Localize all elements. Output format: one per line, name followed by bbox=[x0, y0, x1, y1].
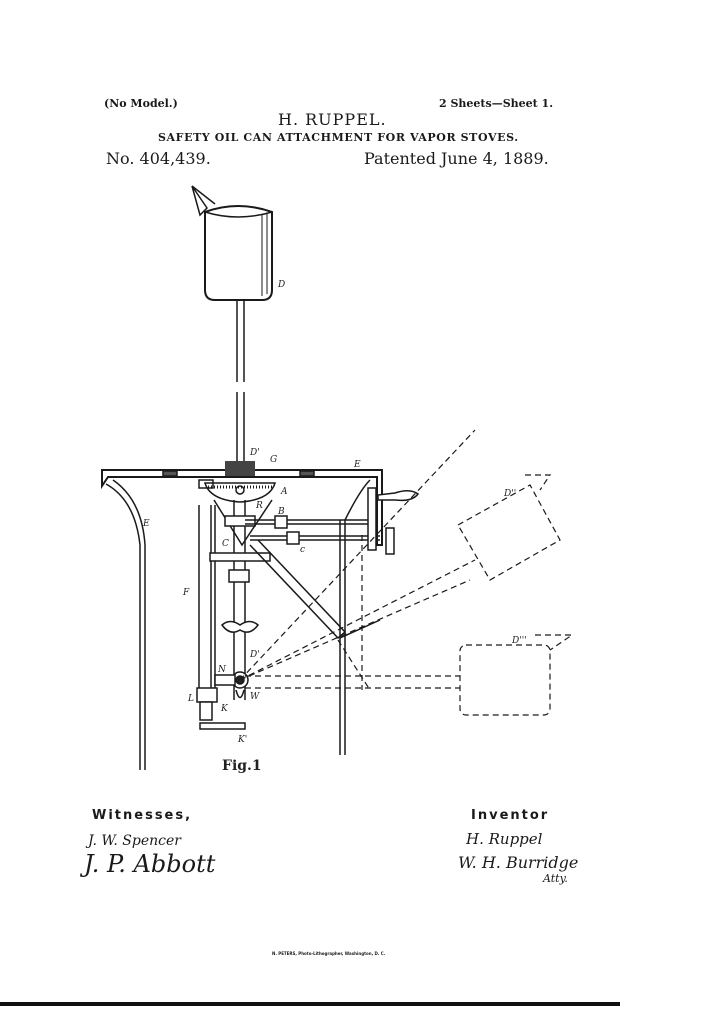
label-b: B bbox=[277, 507, 285, 517]
label-a: A bbox=[280, 487, 288, 497]
sheet-number: 2 Sheets—Sheet 1. bbox=[439, 97, 554, 110]
label-c-lower: c bbox=[300, 545, 305, 555]
label-d-double-prime: D'' bbox=[503, 489, 516, 499]
label-k-prime: K' bbox=[237, 735, 247, 745]
inventor-signature: H. Ruppel bbox=[466, 830, 543, 848]
label-c-upper: C bbox=[222, 539, 229, 549]
oil-can-tilted bbox=[457, 484, 561, 581]
label-n: N bbox=[217, 665, 227, 675]
alternate-positions bbox=[239, 429, 574, 716]
stove-top bbox=[101, 461, 383, 546]
label-k: K bbox=[220, 704, 229, 714]
gear-mechanism bbox=[198, 479, 277, 547]
label-r: R bbox=[255, 501, 263, 511]
witnesses-label: Witnesses, bbox=[92, 808, 193, 823]
diagonal-brace bbox=[249, 539, 347, 640]
oil-can-lowered bbox=[459, 644, 551, 716]
label-f: F bbox=[182, 588, 190, 598]
label-e-top: E bbox=[353, 460, 361, 470]
label-g: G bbox=[270, 455, 277, 465]
patent-title: SAFETY OIL CAN ATTACHMENT FOR VAPOR STOV… bbox=[158, 131, 519, 144]
handle-icon bbox=[377, 490, 420, 502]
figure-caption: Fig.1 bbox=[222, 758, 262, 774]
label-d-prime: D' bbox=[249, 448, 260, 458]
attorney-signature: W. H. Burridge bbox=[458, 853, 579, 872]
inventor-heading: H. RUPPEL. bbox=[278, 110, 387, 129]
label-d: D bbox=[277, 280, 285, 290]
control-rods bbox=[245, 487, 420, 555]
patent-number: No. 404,439. bbox=[106, 149, 211, 168]
witness-signature-2: J. P. Abbott bbox=[84, 850, 216, 878]
witness-signature-1: J. W. Spencer bbox=[88, 833, 181, 849]
stove-leg-right bbox=[339, 479, 371, 755]
bottom-border-rule bbox=[0, 1002, 620, 1006]
label-e-leg: E bbox=[142, 519, 150, 529]
lithographer-credit: N. PETERS, Photo-Lithographer, Washingto… bbox=[272, 951, 386, 956]
oil-can bbox=[191, 185, 273, 301]
label-d-triple-prime: D''' bbox=[511, 636, 527, 646]
feed-rod bbox=[236, 300, 245, 470]
stove-leg-left bbox=[105, 479, 146, 770]
patent-date: Patented June 4, 1889. bbox=[364, 149, 549, 168]
pipe-f bbox=[196, 505, 246, 730]
label-d-prime-lower: D' bbox=[249, 650, 260, 660]
label-l: L bbox=[187, 694, 194, 704]
attorney-suffix: Atty. bbox=[543, 872, 568, 885]
no-model-note: (No Model.) bbox=[104, 97, 178, 110]
label-w: W bbox=[250, 692, 260, 702]
inventor-label: Inventor bbox=[471, 808, 550, 823]
knob-icon bbox=[385, 527, 395, 555]
